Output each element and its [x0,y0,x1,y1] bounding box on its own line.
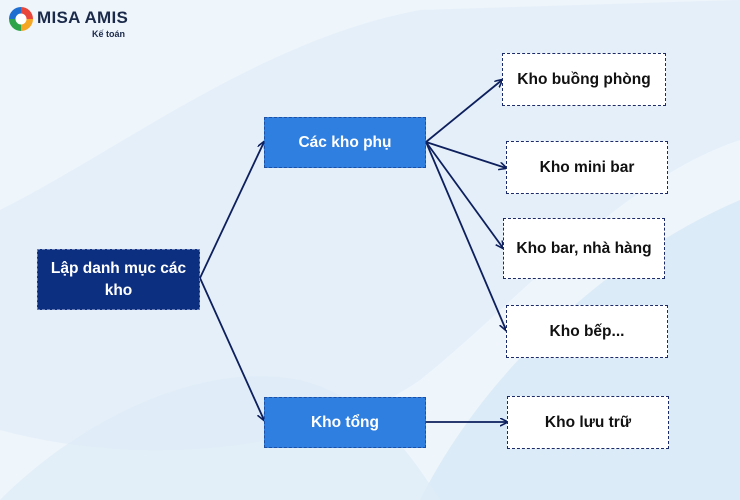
arrow-root-to-branch-1 [199,142,264,279]
brand-subtitle: Kế toán [92,29,126,39]
branch-node-2: Kho tổng [264,397,426,448]
leaf-node-2-label: Kho mini bar [539,158,635,176]
arrow-branch-1-to-leaf-2 [425,141,506,168]
leaf-node-2: Kho mini bar [506,141,668,194]
arrow-branch-1-to-leaf-4 [425,141,506,330]
leaf-node-1-label: Kho buồng phòng [517,70,651,88]
misa-logo-icon [9,7,33,31]
brand-name: MISA AMIS [37,8,129,27]
branch-node-1: Các kho phụ [264,117,426,168]
leaf-node-4-label: Kho bếp... [549,322,625,340]
leaf-node-3-label: Kho bar, nhà hàng [516,239,652,257]
root-node-label: Lập danh mục các kho [50,259,187,299]
leaf-node-1: Kho buồng phòng [502,53,666,106]
leaf-node-5: Kho lưu trữ [507,396,669,449]
branch-node-1-label: Các kho phụ [298,133,392,151]
root-node: Lập danh mục các kho [37,249,200,310]
leaf-node-5-label: Kho lưu trữ [544,413,632,431]
arrow-root-to-branch-2 [199,277,264,420]
arrow-branch-1-to-leaf-3 [425,141,503,248]
leaf-node-3: Kho bar, nhà hàng [503,218,665,279]
branch-node-2-label: Kho tổng [310,413,379,431]
leaf-node-4: Kho bếp... [506,305,668,358]
arrow-branch-1-to-leaf-1 [425,80,502,143]
